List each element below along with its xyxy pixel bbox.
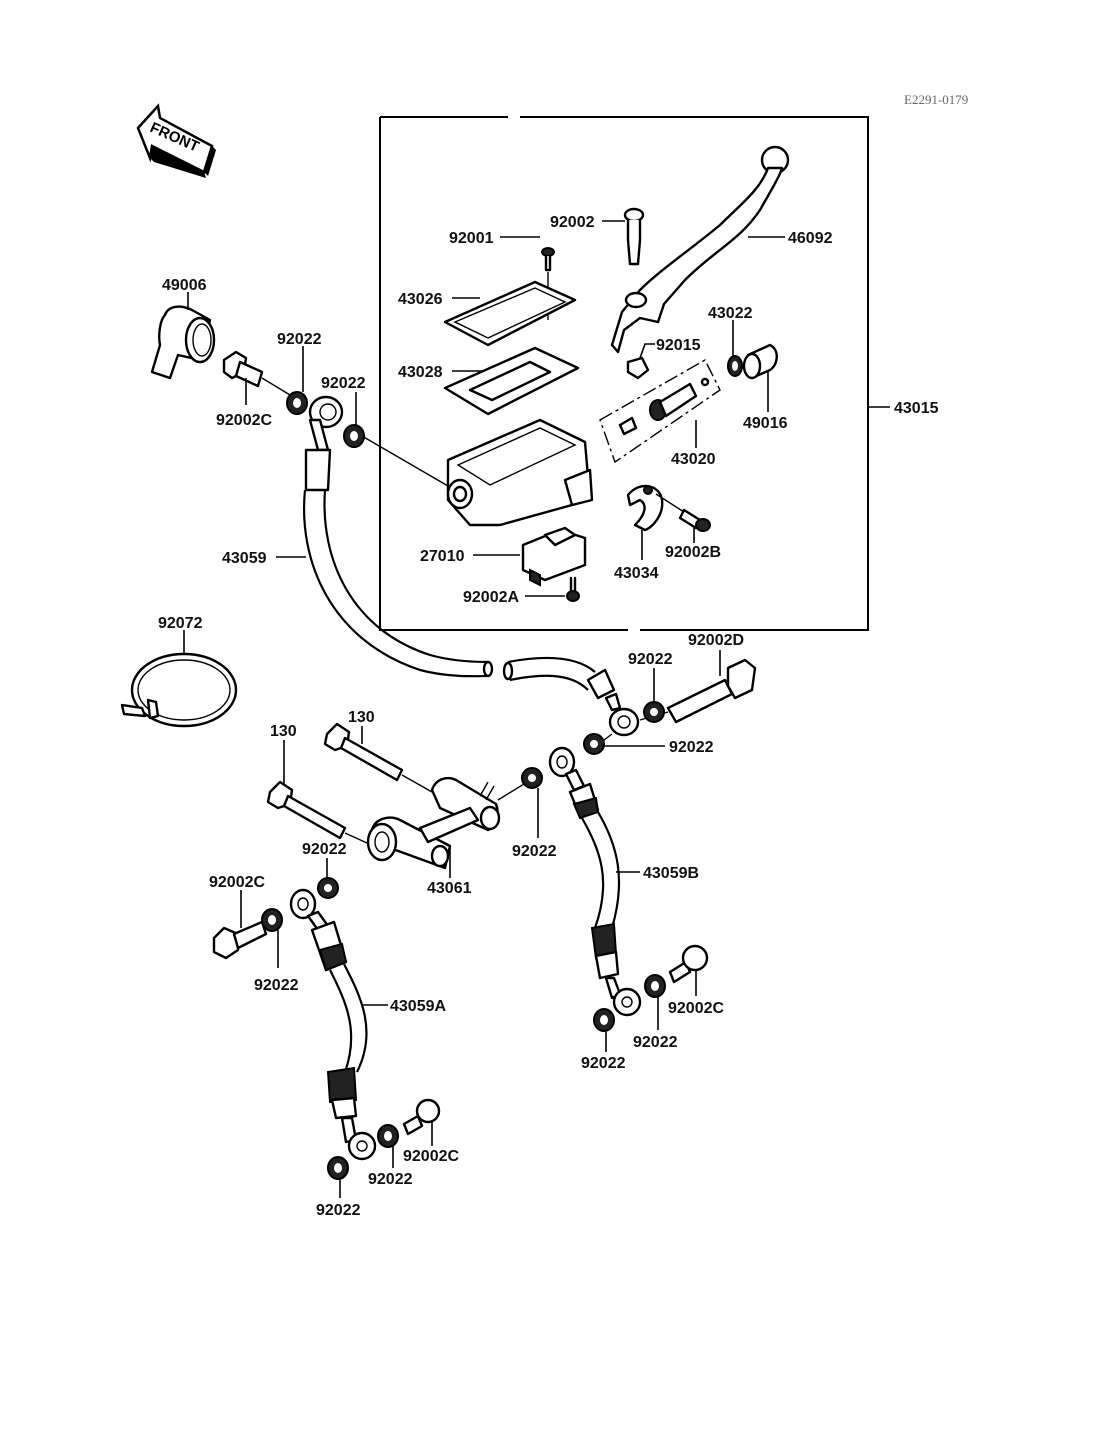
washer-92022-g	[261, 908, 283, 932]
label-46092: 46092	[788, 230, 833, 247]
front-arrow-icon: FRONT	[136, 103, 216, 178]
label-43026: 43026	[398, 291, 443, 308]
brake-lever-46092	[610, 145, 790, 354]
ring-43022	[727, 355, 743, 377]
label-27010: 27010	[420, 548, 465, 565]
washer-92022-j	[327, 1156, 349, 1180]
label-92002B: 92002B	[665, 544, 721, 561]
label-92002A: 92002A	[463, 589, 519, 606]
label-43059B: 43059B	[643, 865, 699, 882]
label-43059: 43059	[222, 550, 267, 567]
brake-hose-43059A	[289, 888, 377, 1161]
label-92022-b: 92022	[321, 375, 366, 392]
label-92022-f: 92022	[302, 841, 347, 858]
label-49006: 49006	[162, 277, 207, 294]
reservoir-cap-43026	[443, 280, 577, 347]
label-43034: 43034	[614, 565, 659, 582]
pivot-bolt-92002	[623, 207, 645, 266]
label-49016: 49016	[743, 415, 788, 432]
master-cylinder-body	[446, 418, 594, 527]
label-92002C-bottom: 92002C	[403, 1148, 459, 1165]
label-92022-k: 92022	[368, 1171, 413, 1188]
washer-92022-b	[343, 424, 365, 448]
washer-92022-f	[317, 877, 339, 899]
banjo-bolt-92002C-right	[668, 944, 709, 984]
bolt-92002B	[655, 493, 711, 532]
washer-92022-d	[583, 733, 605, 755]
label-92022-h: 92022	[581, 1055, 626, 1072]
banjo-bolt-92002C-bottom	[402, 1098, 441, 1136]
label-43061: 43061	[427, 880, 472, 897]
washer-92022-c	[643, 701, 665, 723]
washer-92022-i	[644, 974, 666, 998]
label-92022-c: 92022	[628, 651, 673, 668]
label-92022-a: 92022	[277, 331, 322, 348]
bolt-130-b	[323, 722, 433, 793]
label-130-a: 130	[270, 723, 297, 740]
brake-hose-43059B	[548, 746, 642, 1017]
brake-hose-43059	[303, 395, 640, 737]
clamp-43034	[626, 484, 664, 532]
piston-kit-43020	[599, 359, 721, 464]
boot-49016	[742, 343, 778, 380]
label-92001: 92001	[449, 230, 494, 247]
label-130-b: 130	[348, 709, 375, 726]
label-92002D: 92002D	[688, 632, 744, 649]
label-92002C-right: 92002C	[668, 1000, 724, 1017]
label-92002C-left: 92002C	[209, 874, 265, 891]
switch-27010	[521, 526, 587, 587]
banjo-bolt-92002D	[639, 658, 757, 724]
washer-92022-k	[377, 1124, 399, 1148]
joint-43061	[366, 776, 525, 870]
label-92002C-top: 92002C	[216, 412, 272, 429]
label-92022-e: 92022	[512, 843, 557, 860]
label-43015: 43015	[894, 400, 939, 417]
label-43028: 43028	[398, 364, 443, 381]
label-43020: 43020	[671, 451, 716, 468]
banjo-bolt-92002C-left	[212, 920, 268, 960]
reference-code: E2291-0179	[904, 92, 968, 107]
label-43059A: 43059A	[390, 998, 446, 1015]
label-92022-g: 92022	[254, 977, 299, 994]
label-92015: 92015	[656, 337, 701, 354]
diaphragm-43028	[443, 346, 580, 416]
washer-92022-a	[286, 391, 308, 415]
label-92072: 92072	[158, 615, 203, 632]
screw-92002A	[566, 576, 580, 602]
label-92022-j: 92022	[316, 1202, 361, 1219]
banjo-bolt-92002C-top	[222, 350, 291, 396]
bolt-130-a	[266, 780, 379, 849]
hose-clamp-92072	[120, 652, 238, 728]
label-92022-i: 92022	[633, 1034, 678, 1051]
cap-49006	[150, 305, 216, 380]
label-92002-top: 92002	[550, 214, 595, 231]
washer-92022-e	[521, 767, 543, 789]
nut-92015	[626, 356, 650, 380]
washer-92022-h	[593, 1008, 615, 1032]
label-92022-d: 92022	[669, 739, 714, 756]
label-43022: 43022	[708, 305, 753, 322]
